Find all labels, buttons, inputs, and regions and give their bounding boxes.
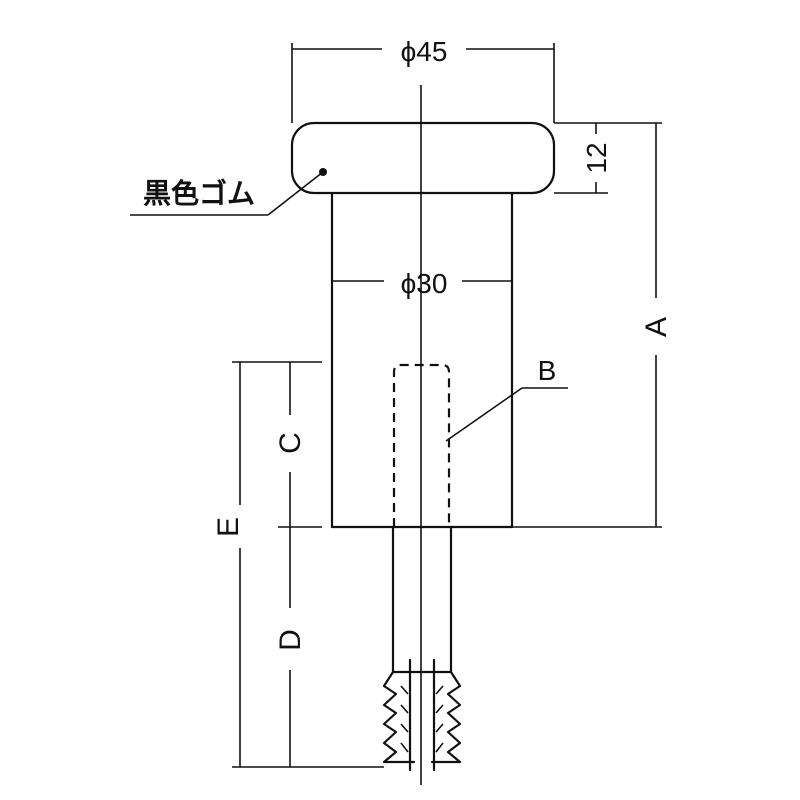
anchor-pin bbox=[391, 525, 453, 674]
expansion-anchor bbox=[382, 658, 462, 772]
height-12-label: 12 bbox=[581, 142, 612, 173]
dimension-e: E bbox=[212, 362, 245, 767]
dimension-dia-45: ϕ45 bbox=[291, 36, 555, 123]
dimension-a: A bbox=[512, 123, 673, 528]
rubber-cap bbox=[290, 121, 556, 195]
dimension-height-12: 12 bbox=[554, 122, 662, 194]
dim-b-label: B bbox=[538, 355, 557, 386]
dim-e-label: E bbox=[212, 517, 245, 537]
leader-b: B bbox=[445, 355, 568, 442]
leader-material: 黒色ゴム bbox=[130, 168, 327, 216]
material-label: 黒色ゴム bbox=[143, 177, 255, 210]
dim-a-label: A bbox=[640, 317, 673, 337]
dim-d-label: D bbox=[274, 629, 307, 651]
dia-45-label: ϕ45 bbox=[401, 36, 448, 67]
dia-30-label: ϕ30 bbox=[401, 268, 448, 299]
dim-c-label: C bbox=[274, 432, 307, 454]
shaft-body bbox=[330, 191, 514, 529]
dimension-dia-30: ϕ30 bbox=[332, 268, 512, 299]
dimension-c-d: C D bbox=[232, 361, 384, 768]
